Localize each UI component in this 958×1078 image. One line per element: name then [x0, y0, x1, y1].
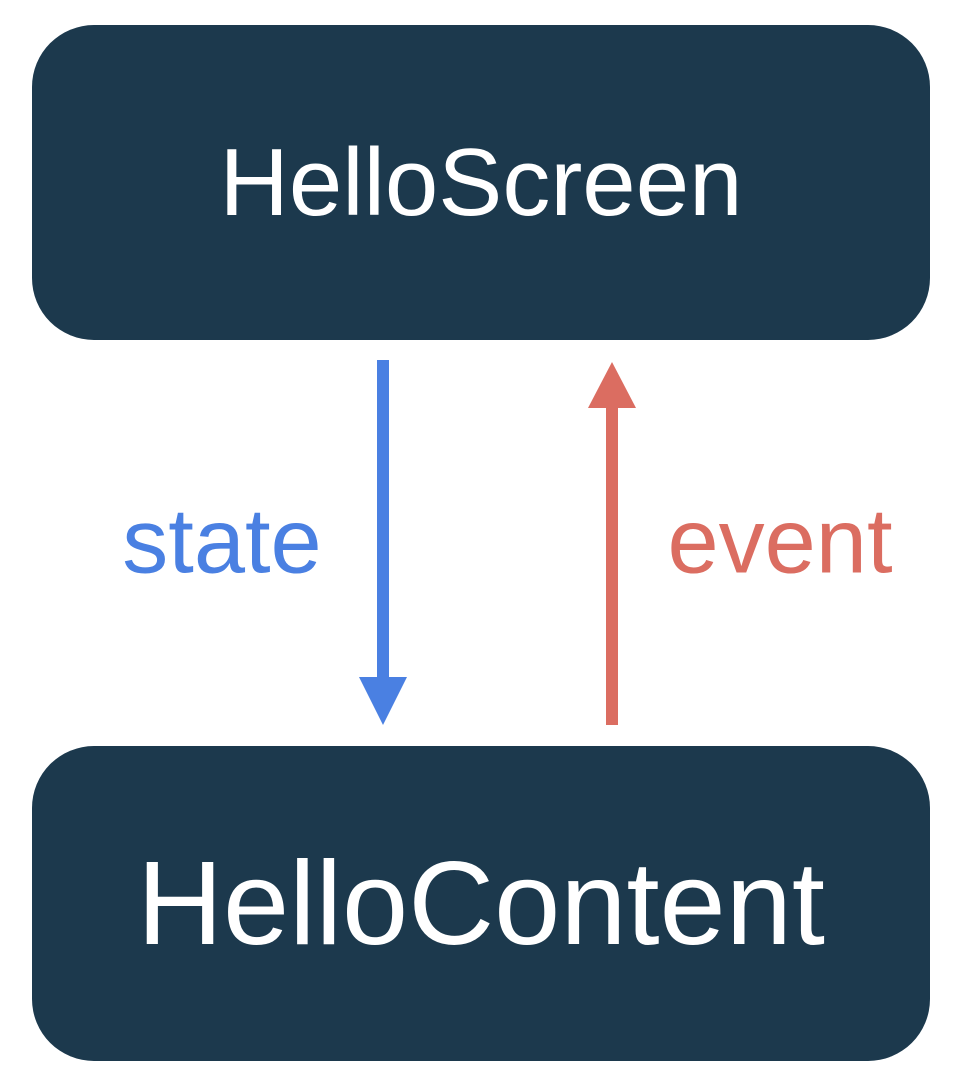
state-arrow-down-icon [359, 677, 407, 725]
state-arrow-line [377, 360, 389, 682]
state-edge-label: state [122, 490, 322, 593]
node-hello-content: HelloContent [32, 746, 930, 1061]
node-hello-content-label: HelloContent [137, 837, 825, 970]
node-hello-screen: HelloScreen [32, 25, 930, 340]
event-arrow-line [606, 404, 618, 725]
event-edge-label: event [667, 490, 893, 593]
node-hello-screen-label: HelloScreen [219, 128, 743, 236]
event-arrow-up-icon [588, 362, 636, 408]
